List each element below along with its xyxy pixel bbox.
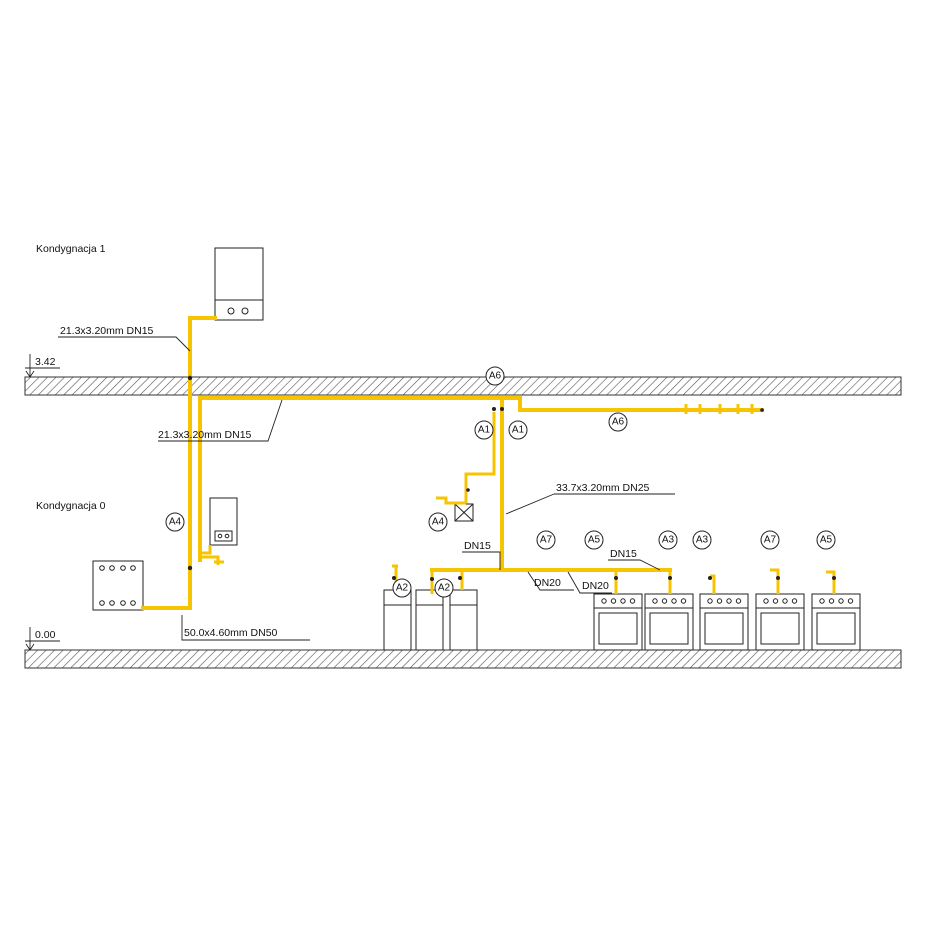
elevation-floor0: 0.00 <box>35 629 56 641</box>
cooker-5 <box>811 593 861 651</box>
label-branch-dn15-a: DN15 <box>464 540 491 552</box>
tag-a5-first: A5 <box>584 530 604 550</box>
kitchen-unit-2 <box>415 589 444 651</box>
tag-a2-left: A2 <box>392 578 412 598</box>
level-name-floor0: Kondygnacja 0 <box>36 500 106 512</box>
gas-pipe-network <box>141 316 836 610</box>
ceiling-slab <box>24 376 902 396</box>
label-branch-dn20-b: DN20 <box>582 580 609 592</box>
tag-a4-riser: A4 <box>165 512 185 532</box>
tag-a6-ceiling: A6 <box>485 366 505 386</box>
tag-a3-first-text: A3 <box>662 535 675 546</box>
tag-a5-second: A5 <box>816 530 836 550</box>
tag-a4-wall: A4 <box>428 512 448 532</box>
tag-a4-wall-text: A4 <box>432 517 445 528</box>
tag-a1-left: A1 <box>474 420 494 440</box>
tag-a2-mid-text: A2 <box>438 583 451 594</box>
valve-marks <box>187 375 836 581</box>
tag-a2-left-text: A2 <box>396 583 409 594</box>
tag-a1-left-text: A1 <box>478 425 491 436</box>
tag-a1-right-text: A1 <box>512 425 525 436</box>
floor-slab <box>24 649 902 669</box>
tag-a5-second-text: A5 <box>820 535 833 546</box>
label-entry: 50.0x4.60mm DN50 <box>184 627 278 639</box>
label-main-riser: 33.7x3.20mm DN25 <box>556 482 650 494</box>
cooker-1 <box>593 593 643 651</box>
water-heater <box>209 497 238 546</box>
tag-a6-right: A6 <box>608 412 628 432</box>
label-ceiling-run: 21.3x3.20mm DN15 <box>158 429 252 441</box>
cooker-3 <box>699 593 749 651</box>
elevation-marker-floor0: 0.00 <box>25 627 60 651</box>
kitchen-unit-1 <box>383 589 412 651</box>
label-branch-dn20-a: DN20 <box>534 577 561 589</box>
tag-a7-second-text: A7 <box>764 535 777 546</box>
label-riser-top: 21.3x3.20mm DN15 <box>60 325 154 337</box>
elevation-floor1: 3.42 <box>35 356 56 368</box>
leader-lines <box>58 336 675 641</box>
shutoff-box <box>454 503 474 522</box>
elevation-marker-floor1: 3.42 <box>25 354 60 378</box>
tag-a6-ceiling-text: A6 <box>489 371 502 382</box>
label-branch-dn15-b: DN15 <box>610 548 637 560</box>
cooker-2 <box>644 593 694 651</box>
cooker-4 <box>755 593 805 651</box>
tag-a7-first-text: A7 <box>540 535 553 546</box>
tag-a5-first-text: A5 <box>588 535 601 546</box>
tag-a3-second: A3 <box>692 530 712 550</box>
kitchen-unit-3 <box>449 589 478 651</box>
tag-a3-second-text: A3 <box>696 535 709 546</box>
boiler-floor1 <box>214 247 264 321</box>
tag-a1-right: A1 <box>508 420 528 440</box>
gas-meter <box>92 560 144 611</box>
tag-a7-first: A7 <box>536 530 556 550</box>
tag-a3-first: A3 <box>658 530 678 550</box>
tag-a4-riser-text: A4 <box>169 517 182 528</box>
tag-a7-second: A7 <box>760 530 780 550</box>
level-name-floor1: Kondygnacja 1 <box>36 243 106 255</box>
tag-a6-right-text: A6 <box>612 417 625 428</box>
tag-a2-mid: A2 <box>434 578 454 598</box>
